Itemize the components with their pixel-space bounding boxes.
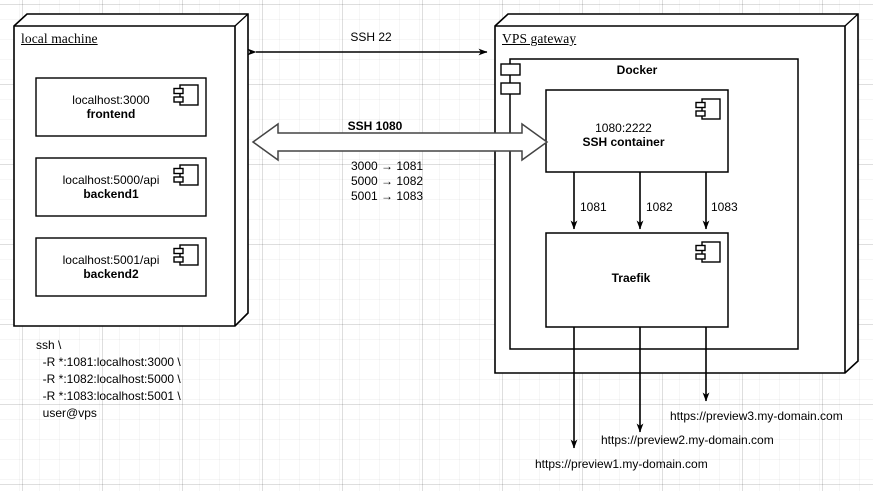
component-icon-backend1 xyxy=(173,164,199,186)
ssh-command-line-4: -R *:1083:localhost:5001 \ xyxy=(36,389,181,403)
node-title-vps-gateway: VPS gateway xyxy=(502,31,577,46)
output-url-preview3[interactable]: https://preview3.my-domain.com xyxy=(670,409,843,423)
connector-ssh1080 xyxy=(251,122,549,162)
component-icon-ssh-container xyxy=(695,98,721,120)
port-label-1083: 1083 xyxy=(711,200,738,214)
connector-label-ssh22: SSH 22 xyxy=(350,30,392,44)
component-backend2-port: localhost:5001/api xyxy=(62,253,160,267)
port-mapping-2: 5000 → 1082 xyxy=(351,174,424,188)
port-label-1081: 1081 xyxy=(580,200,607,214)
connector-label-ssh1080: SSH 1080 xyxy=(347,119,403,133)
component-backend2-box xyxy=(35,237,207,297)
port-mapping-3: 5001 → 1083 xyxy=(351,189,424,203)
ssh-container-port: 1080:2222 xyxy=(595,121,652,135)
component-backend2-name: backend2 xyxy=(83,267,139,281)
traefik-name: Traefik xyxy=(611,271,651,285)
component-backend1-box xyxy=(35,157,207,217)
output-url-preview1[interactable]: https://preview1.my-domain.com xyxy=(535,457,708,471)
component-backend1-port: localhost:5000/api xyxy=(62,173,160,187)
port-mapping-1: 3000 → 1081 xyxy=(351,159,424,173)
ssh-container-name: SSH container xyxy=(582,135,665,149)
component-frontend-port: localhost:3000 xyxy=(72,93,150,107)
output-url-preview2[interactable]: https://preview2.my-domain.com xyxy=(601,433,774,447)
component-backend1-name: backend1 xyxy=(83,187,139,201)
docker-label: Docker xyxy=(616,63,658,77)
ssh-command-line-1: ssh \ xyxy=(36,338,62,352)
component-icon-backend2 xyxy=(173,244,199,266)
ssh-command-line-5: user@vps xyxy=(36,406,97,420)
component-icon-frontend xyxy=(173,84,199,106)
node-title-local-machine: local machine xyxy=(21,31,98,46)
ssh-command-line-3: -R *:1082:localhost:5000 \ xyxy=(36,372,181,386)
port-label-1082: 1082 xyxy=(646,200,673,214)
component-icon-traefik xyxy=(695,241,721,263)
docker-port-tabs xyxy=(500,63,521,95)
component-frontend-box xyxy=(35,77,207,137)
component-frontend-name: frontend xyxy=(86,107,136,121)
ssh-command-line-2: -R *:1081:localhost:3000 \ xyxy=(36,355,181,369)
